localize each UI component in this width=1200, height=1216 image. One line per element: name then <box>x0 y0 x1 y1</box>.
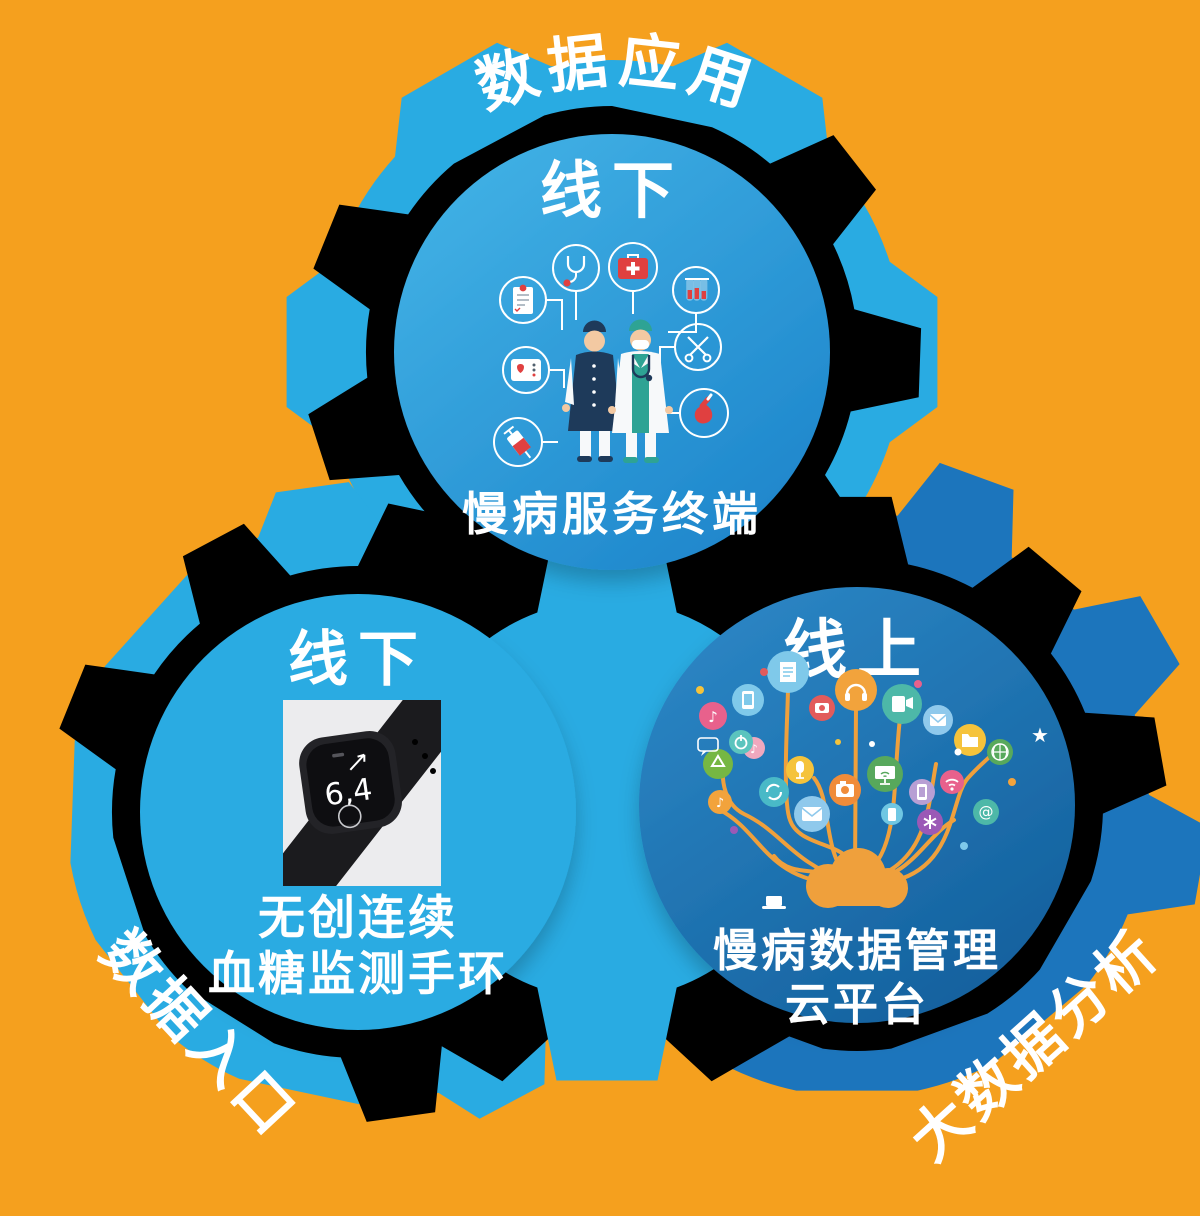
svg-text:♪: ♪ <box>750 742 758 756</box>
top-circle-title: 线下 <box>540 154 684 227</box>
test-tubes-icon <box>672 266 720 314</box>
document-icon <box>767 651 809 693</box>
mobile-icon <box>881 803 903 825</box>
ecg-monitor-icon <box>502 346 550 394</box>
camera-icon <box>809 695 835 721</box>
mail-icon-small <box>923 705 953 735</box>
watch-face: 6,4 <box>299 731 402 834</box>
figure-nurse <box>562 320 627 462</box>
left-circle-caption-line1: 无创连续 <box>258 891 458 946</box>
cloud-icon <box>806 848 908 908</box>
top-circle-group: 线下 <box>394 134 830 570</box>
top-circle-caption: 慢病服务终端 <box>462 487 762 541</box>
star-icon: ★ <box>1031 723 1049 747</box>
refresh-icon <box>759 777 789 807</box>
right-circle-group: 线上 <box>639 587 1075 1031</box>
asterisk-icon <box>917 809 943 835</box>
svg-text:★: ★ <box>1031 723 1049 747</box>
glucose-watch-image: 6,4 <box>283 700 441 886</box>
right-circle-caption-line2: 云平台 <box>785 978 929 1031</box>
decorative-dots <box>696 662 1016 850</box>
at-sign-icon: @ <box>973 799 999 825</box>
globe-icon <box>987 739 1013 765</box>
enema-bulb-icon <box>679 388 729 438</box>
recycle-icon <box>703 749 733 779</box>
monitor-wifi-icon <box>867 756 903 792</box>
video-camera-icon <box>882 684 922 724</box>
power-icon <box>729 730 753 754</box>
watch-display-value: 6,4 <box>322 772 374 813</box>
svg-text:♪: ♪ <box>716 796 724 811</box>
stethoscope-icon <box>552 244 600 292</box>
figure-doctor <box>608 319 673 463</box>
photo-camera-icon <box>829 774 861 806</box>
svg-text:♪: ♪ <box>708 708 718 726</box>
medical-record-icon <box>499 276 547 324</box>
folder-icon <box>954 724 986 756</box>
tree-icons: ♪ <box>696 651 1049 909</box>
scissors-icon <box>674 323 722 371</box>
smartphone-icon <box>732 684 764 716</box>
cloud-platform-tree-illustration: ♪ <box>696 651 1049 909</box>
right-circle-caption-line1: 慢病数据管理 <box>713 924 1001 977</box>
syringe-icon <box>493 417 543 467</box>
speech-bubble-icon <box>697 737 719 756</box>
laptop-icon <box>762 896 786 909</box>
music-note-icon: ♪ <box>699 702 727 730</box>
headphones-icon <box>835 669 877 711</box>
medical-terminal-illustration <box>493 242 729 467</box>
left-circle-group: 线下 6,4 无创连续 血糖监测手环 <box>140 594 576 1030</box>
microphone-icon <box>786 756 814 784</box>
left-circle-caption-line2: 血糖监测手环 <box>208 947 508 1002</box>
svg-text:@: @ <box>979 803 994 821</box>
wifi-icon <box>940 770 964 794</box>
music-orange-icon: ♪ <box>708 790 732 814</box>
left-circle-title: 线下 <box>288 625 428 695</box>
mail-icon-large <box>794 796 830 832</box>
cellphone-icon <box>909 779 935 805</box>
first-aid-kit-icon <box>608 242 658 292</box>
